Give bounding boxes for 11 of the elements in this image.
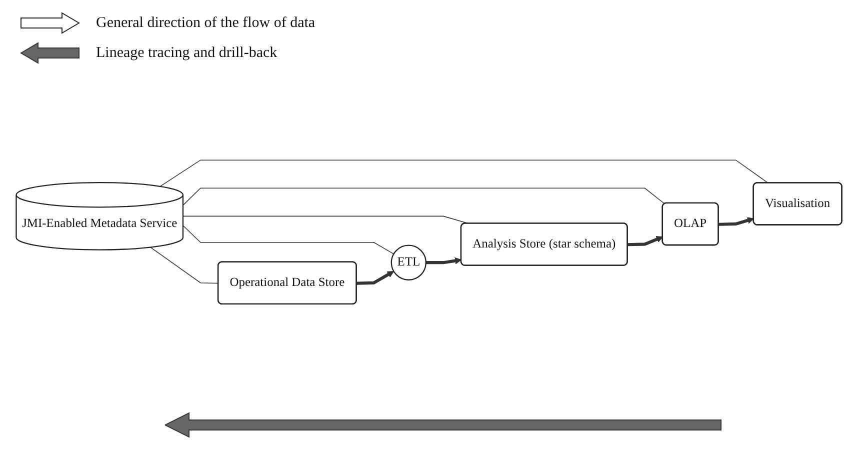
connector: [182, 188, 666, 206]
connector: [160, 160, 769, 187]
connector: [150, 246, 219, 284]
arrow: [356, 270, 394, 285]
arrow: [628, 236, 664, 246]
connector: [182, 225, 394, 254]
legend-text: General direction of the flow of data: [96, 14, 316, 32]
arrow: [718, 217, 754, 226]
arrow: [426, 257, 462, 264]
node-circle: ETL: [390, 244, 426, 280]
legend-text: Lineage tracing and drill-back: [96, 44, 278, 62]
